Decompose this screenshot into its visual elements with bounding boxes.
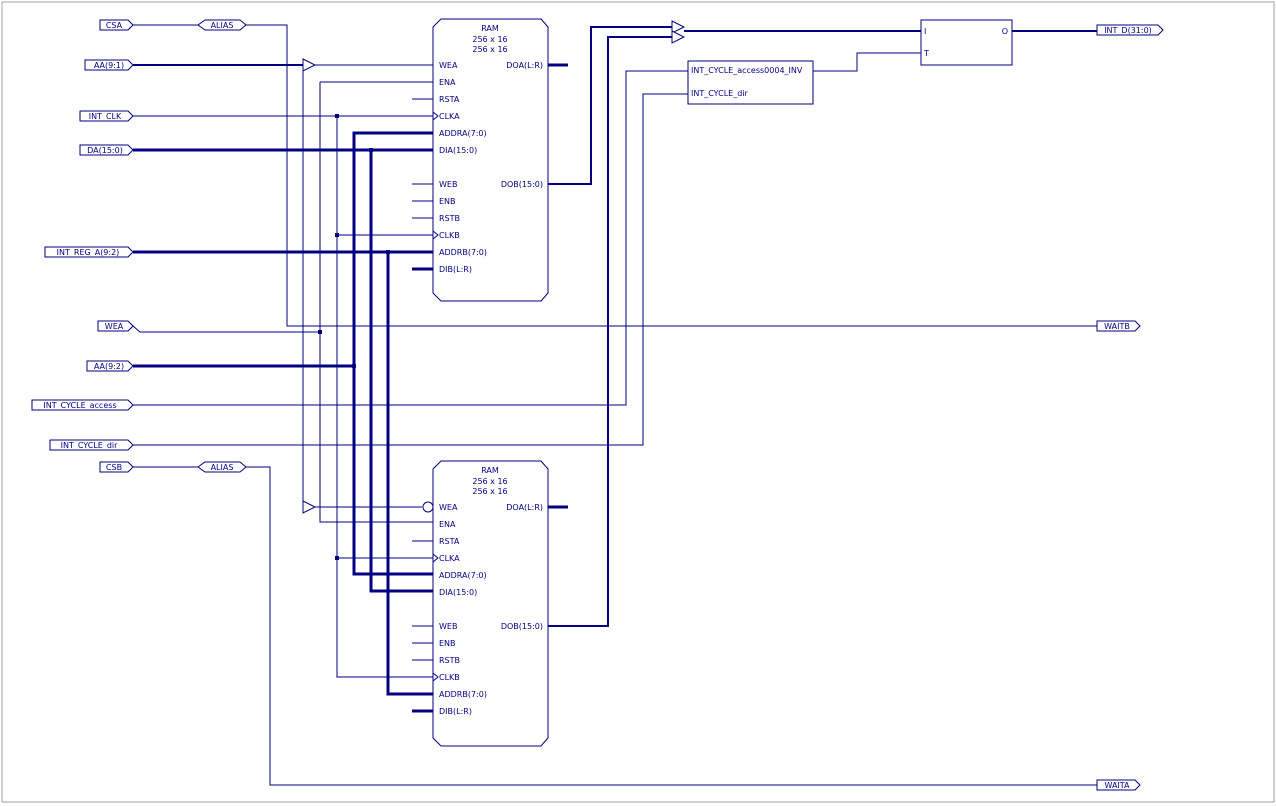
ram-lower-size-1: 256 x 16 [472,477,507,486]
port-int-cycle-access-label: INT_CYCLE_access [43,401,116,410]
port-waitb[interactable]: WAITB [1096,320,1141,332]
port-int-clk[interactable]: INT_CLK [79,110,134,122]
ram-lower-pin-clka: CLKA [439,554,460,563]
ram-upper-pin-addra: ADDRA(7:0) [439,129,487,138]
port-wea[interactable]: WEA [97,320,134,332]
wires [132,24,1097,786]
port-int-clk-label: INT_CLK [89,112,122,121]
port-aa-9-2-label: AA(9:2) [94,362,124,371]
port-da-15-0-label: DA(15:0) [87,146,123,155]
port-csb-label: CSB [106,463,122,472]
inversion-bubble [422,501,434,513]
ram-lower-pin-rsta: RSTA [439,537,460,546]
tbuf-block[interactable]: I T O [920,19,1013,66]
ram-upper-pin-clkb: CLKB [439,231,460,240]
ram-lower-pin-rstb: RSTB [439,656,460,665]
ram-lower-pin-doa: DOA(L:R) [506,503,543,512]
port-int-cycle-access[interactable]: INT_CYCLE_access [31,399,134,411]
ram-lower-title: RAM [481,466,499,475]
port-int-reg-a[interactable]: INT_REG_A(9:2) [44,246,134,258]
port-int-cycle-dir[interactable]: INT_CYCLE_dir [49,439,134,451]
ram-upper[interactable]: RAM 256 x 16 256 x 16 WEA ENA RSTA CLKA … [432,18,549,302]
port-int-reg-a-label: INT_REG_A(9:2) [57,248,120,257]
tbuf-pin-i: I [924,27,926,36]
ram-upper-pin-rsta: RSTA [439,95,460,104]
tristate-upper [671,20,686,34]
ram-upper-pin-wea: WEA [439,61,458,70]
ram-upper-pin-clka: CLKA [439,112,460,121]
ram-lower-size-2: 256 x 16 [472,487,507,496]
ram-upper-pin-rstb: RSTB [439,214,460,223]
alias-csb: ALIAS [197,461,247,473]
ram-upper-title: RAM [481,24,499,33]
alias-csa: ALIAS [197,19,247,31]
ram-lower-pin-clkb: CLKB [439,673,460,682]
ram-upper-pin-web: WEB [439,180,457,189]
port-aa-9-1[interactable]: AA(9:1) [84,59,134,71]
ram-upper-size-2: 256 x 16 [472,45,507,54]
port-csa-label: CSA [106,21,123,30]
ram-upper-pin-dob: DOB(15:0) [501,180,543,189]
buffer-lower [302,500,317,514]
port-aa-9-1-label: AA(9:1) [94,61,124,70]
ram-lower-pin-dia: DIA(15:0) [439,588,477,597]
port-csb[interactable]: CSB [99,461,134,473]
ram-lower-pin-addra: ADDRA(7:0) [439,571,487,580]
inv-block-in2: INT_CYCLE_dir [691,89,749,98]
port-aa-9-2[interactable]: AA(9:2) [86,360,134,372]
ram-upper-pin-ena: ENA [439,78,456,87]
port-csa[interactable]: CSA [99,19,134,31]
buffer-upper [302,58,317,72]
ram-upper-pin-dib: DIB(L:R) [439,265,472,274]
port-int-d[interactable]: INT_D(31:0) [1096,24,1164,36]
port-waita-label: WAITA [1104,781,1130,790]
port-waitb-label: WAITB [1104,322,1130,331]
inv-block-in1: INT_CYCLE_access0004_INV [691,66,803,75]
tristate-lower [671,30,686,44]
ram-upper-size-1: 256 x 16 [472,35,507,44]
port-waita[interactable]: WAITA [1096,779,1141,791]
ram-lower-pin-dib: DIB(L:R) [439,707,472,716]
ram-lower[interactable]: RAM 256 x 16 256 x 16 WEA ENA RSTA CLKA … [432,460,549,747]
port-wea-label: WEA [105,322,124,331]
ram-upper-pin-dia: DIA(15:0) [439,146,477,155]
ram-lower-pin-addrb: ADDRB(7:0) [439,690,487,699]
alias-csb-label: ALIAS [211,463,234,472]
tbuf-pin-o: O [1002,27,1008,36]
ram-upper-pin-addrb: ADDRB(7:0) [439,248,487,257]
ram-upper-pin-doa: DOA(L:R) [506,61,543,70]
ram-lower-pin-enb: ENB [439,639,456,648]
port-int-cycle-dir-label: INT_CYCLE_dir [61,441,119,450]
ram-lower-pin-dob: DOB(15:0) [501,622,543,631]
ram-lower-pin-ena: ENA [439,520,456,529]
ram-upper-pin-enb: ENB [439,197,456,206]
port-da-15-0[interactable]: DA(15:0) [79,144,134,156]
ram-lower-pin-web: WEB [439,622,457,631]
tbuf-pin-t: T [923,49,929,58]
alias-csa-label: ALIAS [211,21,234,30]
inv-block[interactable]: INT_CYCLE_access0004_INV INT_CYCLE_dir [687,60,814,105]
port-int-d-label: INT_D(31:0) [1104,26,1152,35]
ram-lower-pin-wea: WEA [439,503,458,512]
